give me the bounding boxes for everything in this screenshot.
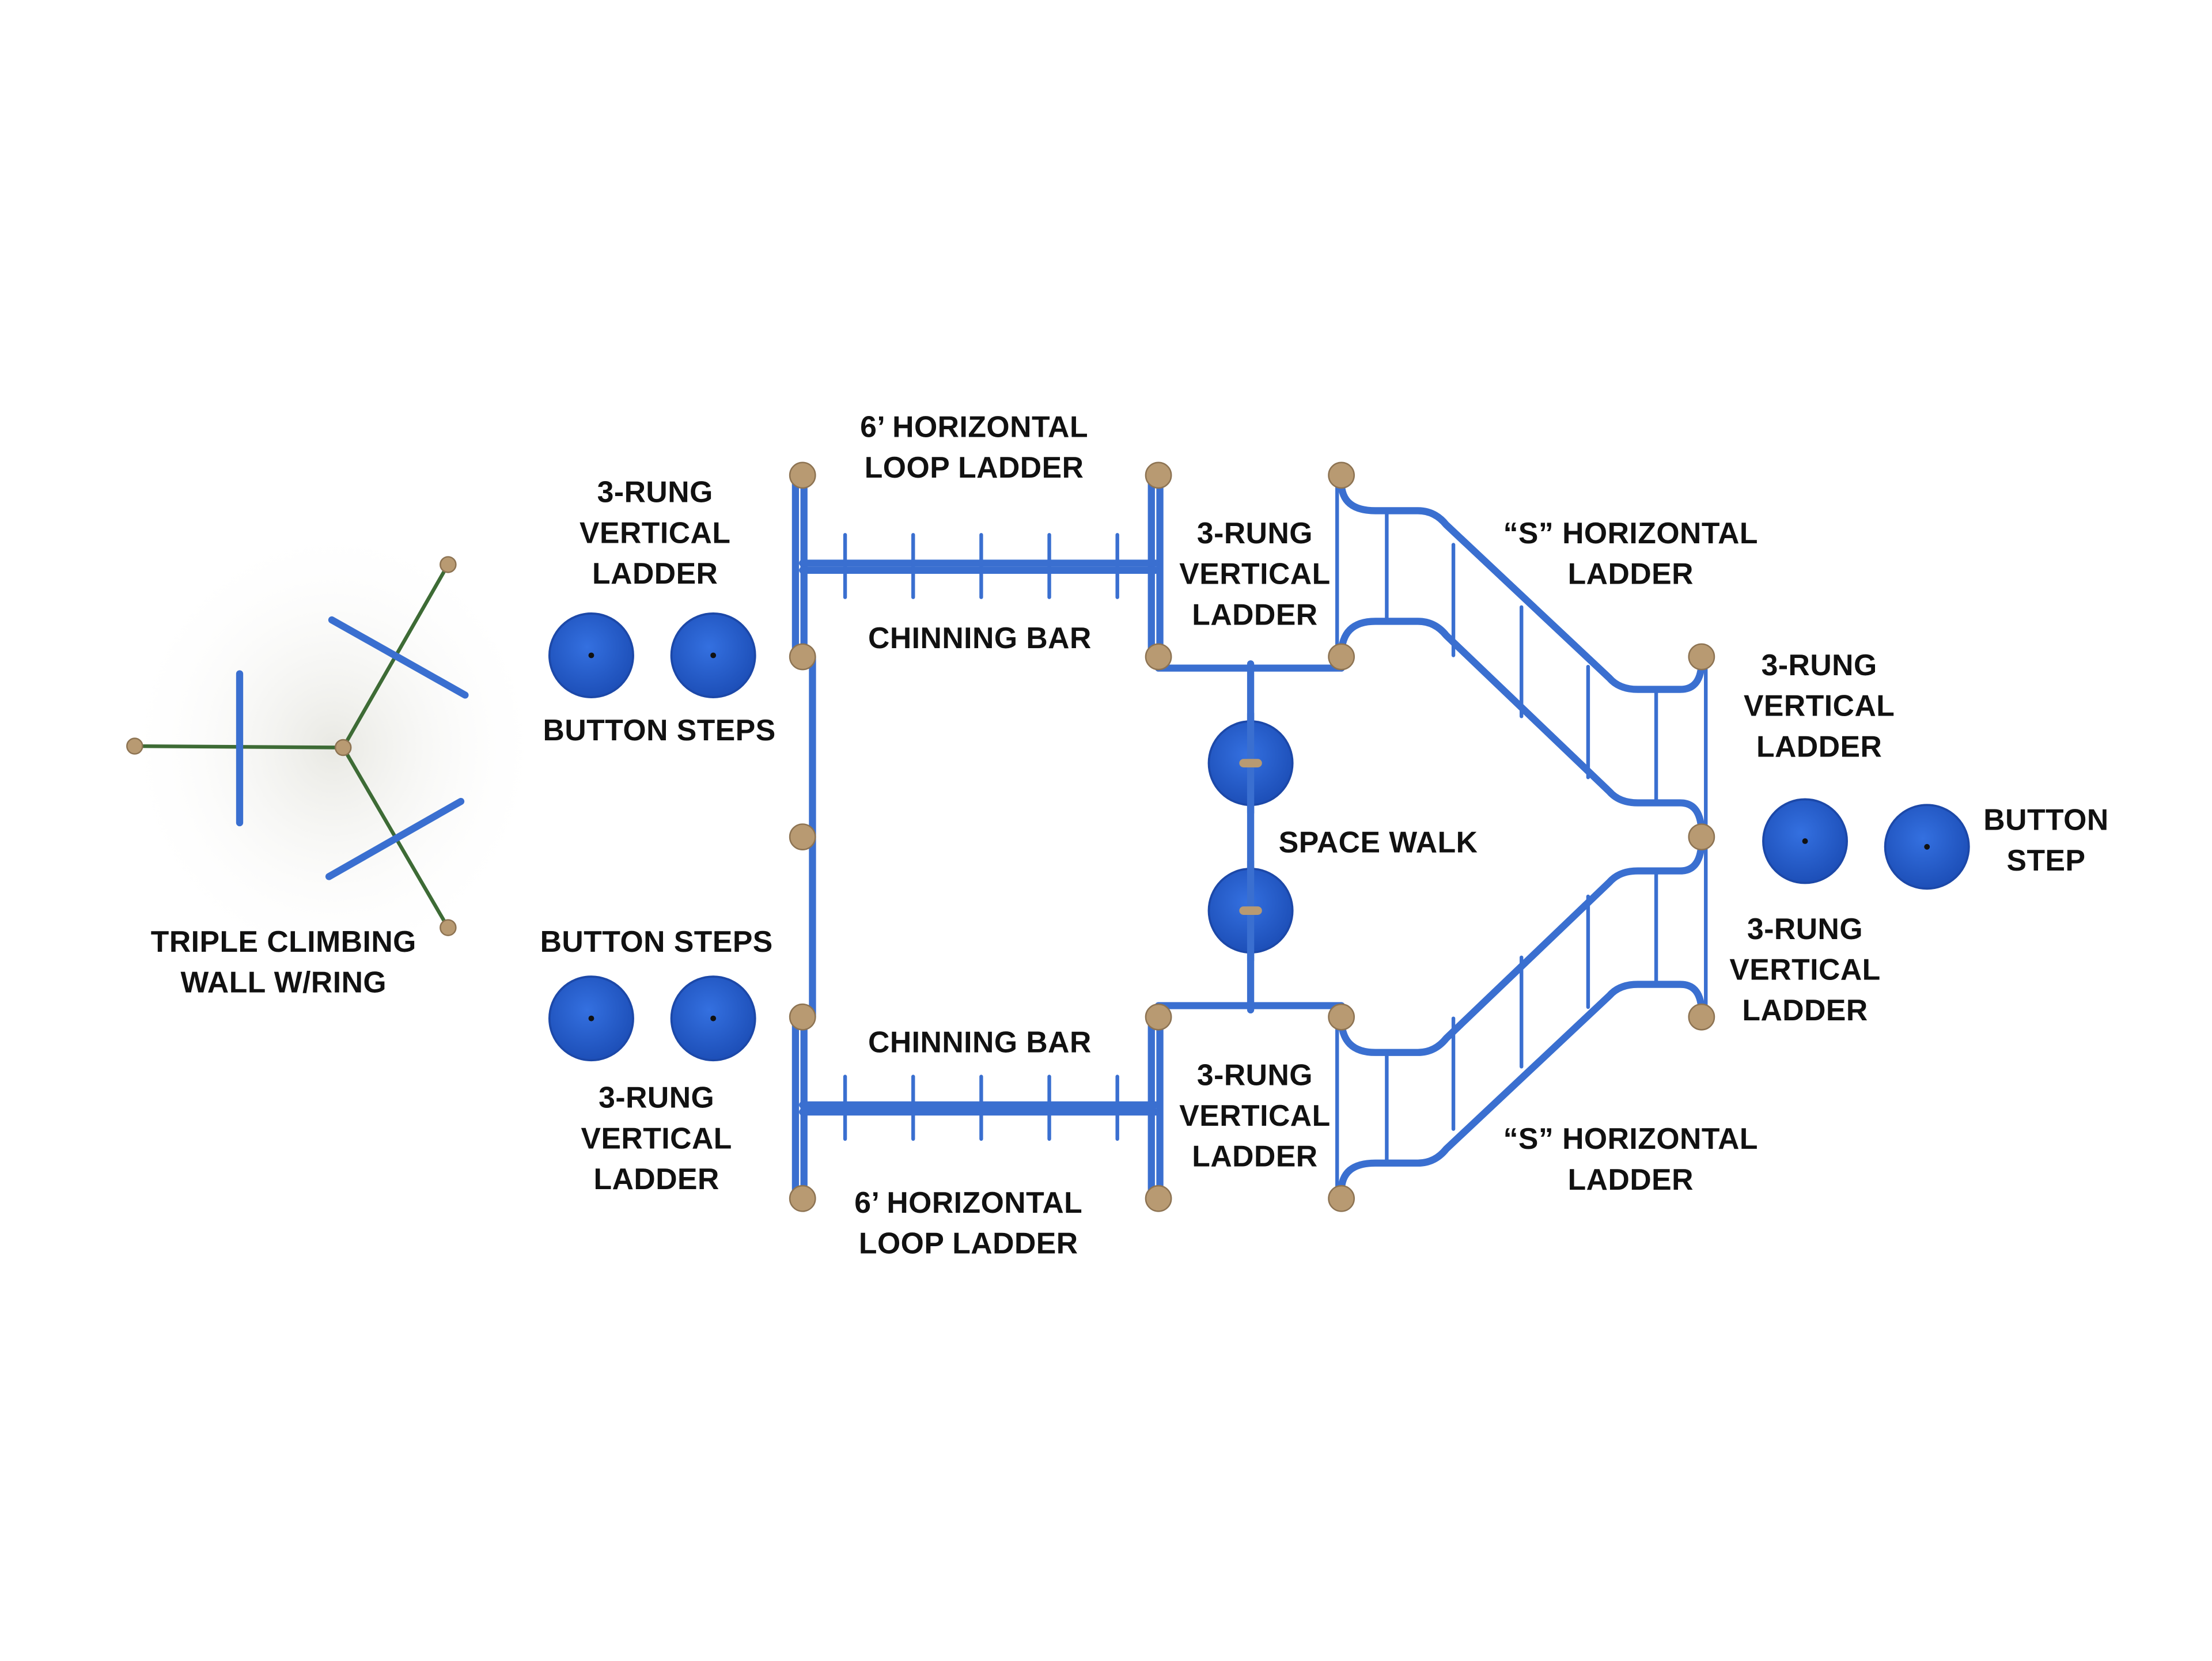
label-chinning-bar-top: CHINNING BAR xyxy=(868,621,1092,654)
label-button-step-right: BUTTON STEP xyxy=(1983,803,2108,877)
post-cap xyxy=(440,556,457,573)
label-line: 3-RUNG xyxy=(1762,648,1877,682)
label-line: VERTICAL xyxy=(1729,952,1880,986)
label-line: “S” HORIZONTAL xyxy=(1503,1122,1758,1155)
label-line: LADDER xyxy=(1568,557,1694,591)
label-line: LADDER xyxy=(594,1162,719,1195)
label-loop-ladder-bottom: 6’ HORIZONTAL LOOP LADDER xyxy=(854,1186,1082,1260)
post-cap xyxy=(1688,823,1715,850)
post-cap xyxy=(1328,1185,1355,1212)
wall-crossbar xyxy=(325,797,465,880)
label-line: VERTICAL xyxy=(579,516,730,549)
label-line: WALL W/RING xyxy=(180,966,387,999)
label-triple-wall: TRIPLE CLIMBING WALL W/RING xyxy=(151,925,416,999)
label-line: LADDER xyxy=(1756,729,1882,763)
label-vladder-left-top: 3-RUNG VERTICAL LADDER xyxy=(579,475,730,590)
label-button-steps-top: BUTTON STEPS xyxy=(543,713,776,747)
label-line: VERTICAL xyxy=(1179,557,1330,591)
disc-center xyxy=(1802,838,1808,844)
disc-center xyxy=(710,1015,717,1021)
label-line: VERTICAL xyxy=(581,1121,732,1155)
label-s-ladder-bottom: “S” HORIZONTAL LADDER xyxy=(1503,1122,1758,1196)
disc-clamp xyxy=(1239,906,1262,915)
label-line: 3-RUNG xyxy=(1747,912,1863,945)
label-line: “S” HORIZONTAL xyxy=(1503,516,1758,550)
wall-crossbar xyxy=(328,616,469,699)
label-line: BUTTON STEPS xyxy=(543,713,776,747)
label-line: LADDER xyxy=(1568,1163,1694,1196)
label-line: BUTTON STEPS xyxy=(540,925,773,958)
label-line: 6’ HORIZONTAL xyxy=(854,1186,1082,1219)
post-cap xyxy=(789,1185,816,1212)
disc-center xyxy=(1924,843,1930,850)
label-line: VERTICAL xyxy=(1744,689,1895,722)
post-cap xyxy=(126,737,143,755)
s-ladder-rail xyxy=(1338,618,1705,838)
post-cap xyxy=(1328,461,1355,489)
s-ladder-rail xyxy=(1338,479,1705,693)
post-cap xyxy=(789,823,816,850)
post-cap xyxy=(789,1003,816,1031)
post-cap xyxy=(1145,1185,1172,1212)
label-s-ladder-top: “S” HORIZONTAL LADDER xyxy=(1503,516,1758,591)
post-cap xyxy=(1328,1003,1355,1031)
label-line: CHINNING BAR xyxy=(868,1026,1092,1059)
post-cap xyxy=(1688,643,1715,671)
post-cap xyxy=(1145,643,1172,671)
label-vladder-left-bottom: 3-RUNG VERTICAL LADDER xyxy=(581,1081,732,1195)
disc-center xyxy=(588,1015,594,1021)
label-line: LADDER xyxy=(1192,1140,1317,1173)
label-line: 6’ HORIZONTAL xyxy=(860,410,1088,443)
label-chinning-bar-bottom: CHINNING BAR xyxy=(868,1026,1092,1059)
label-vladder-mid-bottom: 3-RUNG VERTICAL LADDER xyxy=(1179,1058,1330,1172)
label-line: 3-RUNG xyxy=(1197,1058,1313,1091)
post-cap xyxy=(789,461,816,489)
post-cap xyxy=(334,739,352,756)
label-line: CHINNING BAR xyxy=(868,621,1092,654)
s-ladder-rail xyxy=(1338,836,1705,1056)
disc-center xyxy=(710,652,717,659)
label-line: VERTICAL xyxy=(1179,1099,1330,1132)
post-cap xyxy=(1328,643,1355,671)
labels: 3-RUNG VERTICAL LADDER 6’ HORIZONTAL LOOP LA… xyxy=(151,410,2108,1260)
label-vladder-mid-top: 3-RUNG VERTICAL LADDER xyxy=(1179,516,1330,631)
label-line: STEP xyxy=(2007,843,2086,877)
label-line: 3-RUNG xyxy=(597,475,713,509)
post-cap xyxy=(789,643,816,671)
s-ladder-rail xyxy=(1338,981,1705,1195)
label-line: 3-RUNG xyxy=(1197,516,1313,550)
label-line: LADDER xyxy=(1192,597,1317,631)
structure xyxy=(120,461,1970,1212)
post-cap xyxy=(440,919,457,936)
label-space-walk: SPACE WALK xyxy=(1279,826,1478,859)
label-loop-ladder-top: 6’ HORIZONTAL LOOP LADDER xyxy=(860,410,1088,484)
post-cap xyxy=(1145,1003,1172,1031)
disc-clamp xyxy=(1239,759,1262,767)
label-line: TRIPLE CLIMBING xyxy=(151,925,416,958)
label-button-steps-bottom: BUTTON STEPS xyxy=(540,925,773,958)
label-line: BUTTON xyxy=(1983,803,2108,836)
label-line: LOOP LADDER xyxy=(859,1227,1078,1260)
label-vladder-right-bottom: 3-RUNG VERTICAL LADDER xyxy=(1729,912,1880,1027)
label-line: LOOP LADDER xyxy=(865,451,1084,484)
disc-center xyxy=(588,652,594,659)
label-line: LADDER xyxy=(1742,993,1868,1027)
label-line: SPACE WALK xyxy=(1279,826,1478,859)
label-line: 3-RUNG xyxy=(599,1081,714,1114)
post-cap xyxy=(1145,461,1172,489)
post-cap xyxy=(1688,1003,1715,1031)
label-vladder-right-top: 3-RUNG VERTICAL LADDER xyxy=(1744,648,1895,763)
label-line: LADDER xyxy=(592,557,718,590)
